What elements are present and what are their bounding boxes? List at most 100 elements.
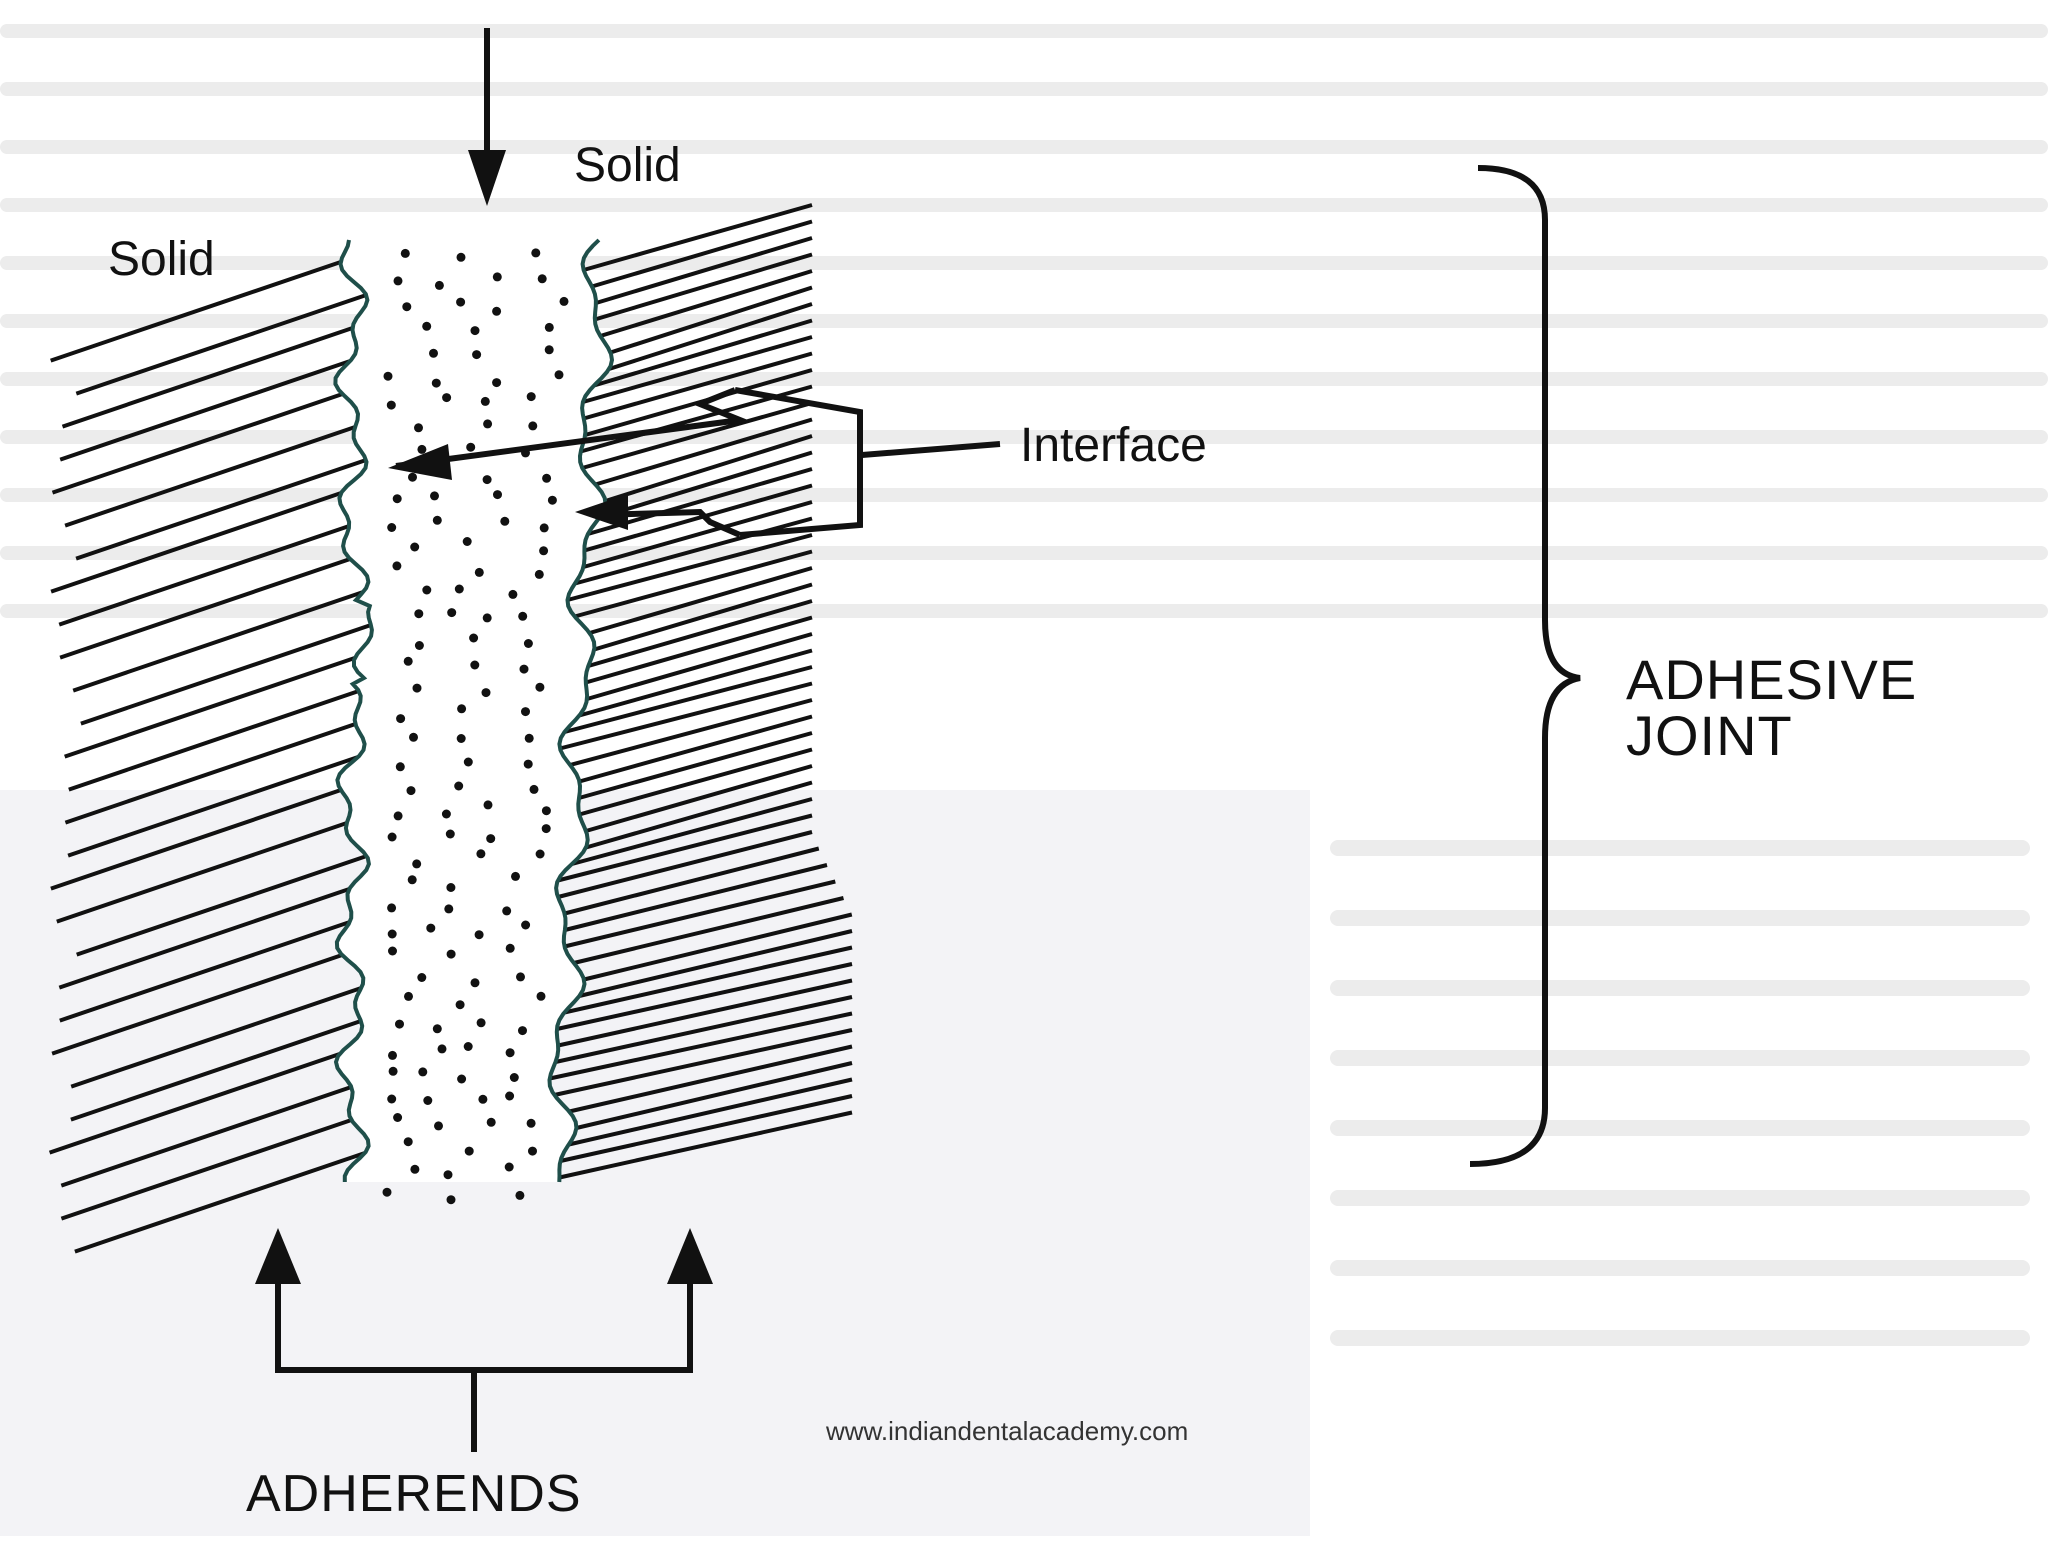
hatch-line xyxy=(589,566,813,635)
hatch-line xyxy=(557,813,813,883)
hatch-line xyxy=(583,483,813,553)
ghost-line xyxy=(1330,1190,2030,1206)
adhesive-particles xyxy=(382,248,569,1205)
adhesive-dot xyxy=(534,569,544,579)
adhesive-dot xyxy=(432,1024,442,1034)
adhesive-dot xyxy=(383,371,393,381)
hatch-line xyxy=(70,986,362,1089)
hatch-line xyxy=(573,896,844,965)
adhesive-dot xyxy=(463,757,473,767)
adhesive-dot xyxy=(437,1044,447,1054)
interface-arrowhead-right xyxy=(575,494,628,530)
adhesive-dot xyxy=(476,849,486,859)
ghost-line xyxy=(0,82,2048,96)
hatch-line xyxy=(593,582,813,652)
adhesive-dot xyxy=(410,1164,420,1174)
adhesive-dot xyxy=(481,688,491,698)
adhesive-layer xyxy=(335,240,612,1182)
hatch-line xyxy=(555,995,853,1064)
hatch-line xyxy=(569,698,813,767)
hatch-line xyxy=(568,1044,853,1114)
top-down-arrow xyxy=(468,28,506,206)
hatch-line xyxy=(583,203,813,272)
adhesive-dot xyxy=(414,609,424,619)
adhesive-dot xyxy=(535,682,545,692)
adhesive-dot xyxy=(526,392,536,402)
adhesive-dot xyxy=(403,1137,413,1147)
adhesive-dot xyxy=(480,396,490,406)
hatch-line xyxy=(564,863,828,932)
hatch-line xyxy=(582,335,813,404)
adhesive-dot xyxy=(431,378,441,388)
adhesive-dot xyxy=(388,1050,397,1060)
adhesive-joint-label-line2: JOINT xyxy=(1626,704,1793,767)
adhesive-dot xyxy=(544,345,554,355)
hatch-line xyxy=(59,359,351,462)
adhesive-dot xyxy=(434,1121,443,1131)
adhesive-dot xyxy=(559,296,569,306)
adhesive-dot xyxy=(392,494,402,504)
adhesive-dot xyxy=(464,1146,474,1156)
adhesive-dot xyxy=(392,561,402,571)
adhesive-dot xyxy=(457,704,467,714)
hatch-line xyxy=(575,1061,853,1130)
hatch-line xyxy=(563,665,813,734)
adhesive-dot xyxy=(509,1073,519,1082)
hatch-line xyxy=(58,524,350,627)
ghost-line xyxy=(1330,910,2030,926)
adhesive-dot xyxy=(476,1018,486,1028)
adhesive-dot xyxy=(456,252,466,262)
adhesive-dot xyxy=(393,276,403,286)
hatch-line xyxy=(578,714,813,784)
hatch-line xyxy=(578,747,813,817)
adhesive-dot xyxy=(541,824,551,834)
hatch-line xyxy=(60,1118,353,1221)
hatch-line xyxy=(50,788,342,891)
adhesive-dot xyxy=(535,849,545,859)
adhesive-dot xyxy=(441,809,451,819)
hatch-line xyxy=(578,648,813,718)
hatch-line xyxy=(51,953,343,1056)
adhesive-dot xyxy=(539,523,549,533)
ghost-line xyxy=(0,198,2048,212)
adhesive-dot xyxy=(508,589,518,599)
adhesive-dot xyxy=(408,472,417,482)
hatch-line xyxy=(75,458,367,561)
hatch-line xyxy=(556,962,853,1031)
adhesive-dot xyxy=(388,946,397,956)
hatch-line xyxy=(559,1094,853,1163)
adhesive-dot xyxy=(483,419,493,429)
adhesive-dot xyxy=(542,473,552,483)
interface-arrowhead-left xyxy=(388,444,452,480)
adhesive-dot xyxy=(519,664,529,674)
adhesive-dot xyxy=(483,800,493,810)
hatch-line xyxy=(578,929,853,998)
adhesive-dot xyxy=(422,321,432,331)
adhesive-dot xyxy=(482,613,492,623)
hatch-line xyxy=(594,252,813,322)
adhesive-dot xyxy=(554,370,564,380)
adhesive-dot xyxy=(492,378,502,388)
adhesive-dot xyxy=(456,297,466,307)
adhesive-dot xyxy=(406,786,416,796)
hatch-line xyxy=(67,755,359,858)
adhesive-dot xyxy=(418,1067,428,1077)
adhesive-dot xyxy=(505,1091,515,1101)
adhesive-dot xyxy=(463,1042,473,1051)
adhesive-dot xyxy=(486,1117,496,1127)
adhesive-dot xyxy=(537,274,547,284)
adhesive-dot xyxy=(417,444,427,454)
adhesive-dot xyxy=(407,875,417,885)
adhesive-dot xyxy=(388,1066,398,1076)
adhesive-dot xyxy=(521,707,530,717)
hatch-line xyxy=(582,500,813,569)
adhesive-dot xyxy=(528,421,538,431)
adhesive-dot xyxy=(455,1000,465,1010)
adhesive-dot xyxy=(474,930,484,940)
hatch-line xyxy=(59,557,351,660)
hatch-line xyxy=(76,854,368,957)
hatch-line xyxy=(59,920,351,1023)
hatch-line xyxy=(50,491,342,594)
adhesive-dot xyxy=(470,326,480,336)
